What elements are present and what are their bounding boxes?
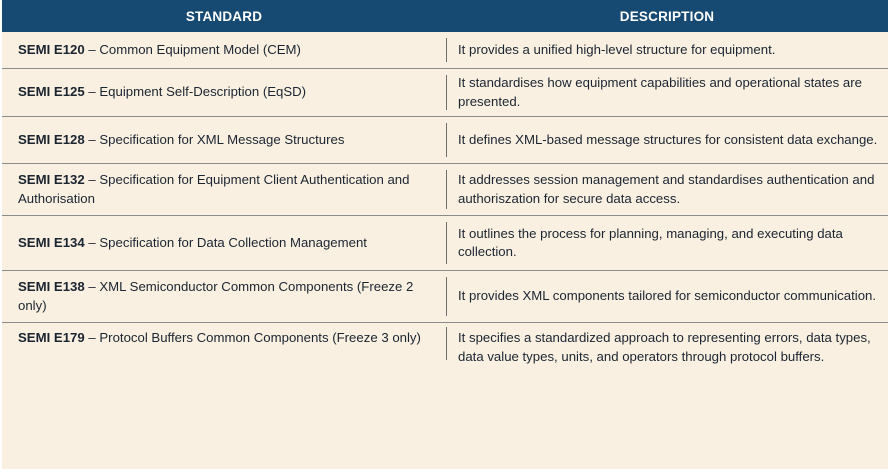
table-row: SEMI E120 – Common Equipment Model (CEM)… xyxy=(2,32,888,69)
standard-title: – Specification for Equipment Client Aut… xyxy=(18,172,410,206)
description-cell: It provides a unified high-level structu… xyxy=(446,32,888,68)
standard-title: – Protocol Buffers Common Components (Fr… xyxy=(84,330,421,345)
standard-code: SEMI E120 xyxy=(18,41,85,57)
standard-code: SEMI E128 xyxy=(18,131,85,147)
standard-title: – Specification for Data Collection Mana… xyxy=(84,234,367,250)
standard-code: SEMI E179 xyxy=(18,330,85,345)
standard-title: – Specification for XML Message Structur… xyxy=(84,131,345,147)
standard-title: – Equipment Self-Description (EqSD) xyxy=(84,84,307,100)
description-cell: It addresses session management and stan… xyxy=(446,164,888,215)
table-row: SEMI E132 – Specification for Equipment … xyxy=(2,164,888,216)
table-row: SEMI E138 – XML Semiconductor Common Com… xyxy=(2,271,888,323)
description-cell: It standardises how equipment capabiliti… xyxy=(446,69,888,116)
standard-cell: SEMI E179 – Protocol Buffers Common Comp… xyxy=(2,323,446,348)
table-header: STANDARD DESCRIPTION xyxy=(2,0,888,32)
description-cell: It provides XML components tailored for … xyxy=(446,271,888,322)
standard-cell: SEMI E132 – Specification for Equipment … xyxy=(2,164,446,215)
description-cell: It specifies a standardized approach to … xyxy=(446,323,888,366)
standard-code: SEMI E125 xyxy=(18,84,85,100)
header-standard: STANDARD xyxy=(185,8,263,24)
table-row: SEMI E179 – Protocol Buffers Common Comp… xyxy=(2,323,888,413)
standard-code: SEMI E132 xyxy=(18,172,85,187)
table-row: SEMI E134 – Specification for Data Colle… xyxy=(2,216,888,271)
standard-cell: SEMI E138 – XML Semiconductor Common Com… xyxy=(2,271,446,322)
standard-cell: SEMI E120 – Common Equipment Model (CEM) xyxy=(2,32,446,68)
table-row: SEMI E128 – Specification for XML Messag… xyxy=(2,117,888,164)
standard-cell: SEMI E125 – Equipment Self-Description (… xyxy=(2,69,446,116)
standard-cell: SEMI E134 – Specification for Data Colle… xyxy=(2,216,446,270)
standard-code: SEMI E134 xyxy=(18,234,85,250)
standard-title: – XML Semiconductor Common Components (F… xyxy=(18,279,414,313)
description-cell: It defines XML-based message structures … xyxy=(446,117,888,163)
standard-cell: SEMI E128 – Specification for XML Messag… xyxy=(2,117,446,163)
standard-title: – Common Equipment Model (CEM) xyxy=(84,41,301,57)
table-row: SEMI E125 – Equipment Self-Description (… xyxy=(2,69,888,117)
standard-code: SEMI E138 xyxy=(18,279,85,294)
header-description: DESCRIPTION xyxy=(619,8,715,24)
description-cell: It outlines the process for planning, ma… xyxy=(446,216,888,270)
